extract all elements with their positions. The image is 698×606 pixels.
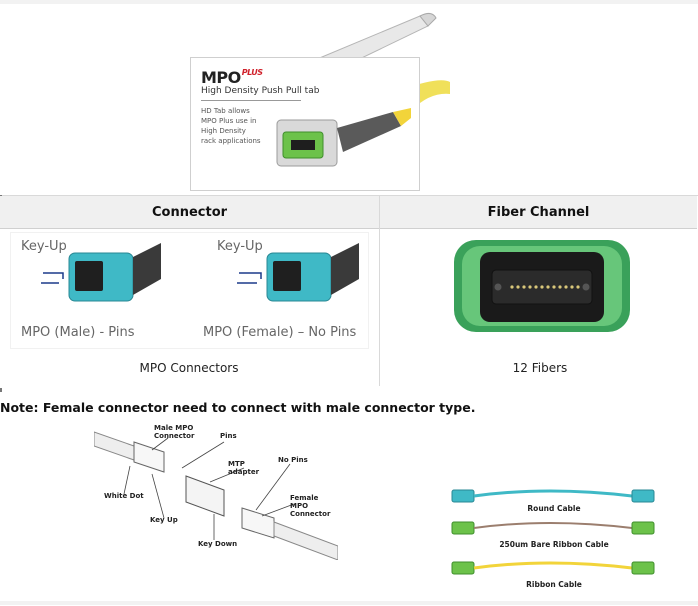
female-connector-illustration: [237, 243, 359, 302]
label-white-dot: White Dot: [104, 492, 144, 500]
caption-12-fibers: 12 Fibers: [512, 361, 568, 375]
label-no-pins: No Pins: [278, 456, 308, 464]
label-round-cable: Round Cable: [527, 504, 581, 513]
label-key-up: Key Up: [150, 516, 178, 524]
label-male-mpo-connector: Male MPO Connector: [154, 424, 195, 440]
label-bare-ribbon-cable: 250um Bare Ribbon Cable: [499, 540, 609, 549]
header-fiber-channel: Fiber Channel: [380, 196, 697, 229]
label-ribbon-cable: Ribbon Cable: [526, 580, 582, 589]
card-description: HD Tab allows MPO Plus use in High Densi…: [201, 107, 261, 145]
key-up-label-right: Key-Up: [217, 239, 263, 254]
label-female-mpo-connector: Female MPO Connector: [290, 494, 331, 518]
label-mtp-adapter: MTP adapter: [228, 460, 260, 476]
table-marker: [0, 388, 2, 392]
connection-diagram: Male MPO Connector Pins MTP adapter No P…: [94, 424, 338, 560]
male-pins-label: MPO (Male) - Pins: [21, 325, 135, 340]
bottom-divider: [0, 601, 698, 605]
card-subtitle: High Density Push Pull tab: [201, 86, 320, 96]
mpo-plus-card: MPOPLUS High Density Push Pull tab HD Ta…: [190, 57, 420, 191]
round-cable-illustration: [451, 489, 655, 503]
top-divider: [0, 0, 698, 4]
label-pins: Pins: [220, 432, 237, 440]
cable-types-image: Round Cable 250um Bare Ribbon Cable Ribb…: [448, 482, 660, 594]
card-rule: [201, 100, 301, 101]
fiber-channel-image: [454, 240, 630, 332]
caption-mpo-connectors: MPO Connectors: [139, 361, 239, 375]
male-connector-illustration: [41, 243, 161, 302]
table-top-border: [0, 195, 698, 196]
brand-logo: MPOPLUS: [201, 68, 263, 87]
note-text: Note: Female connector need to connect w…: [0, 400, 476, 415]
label-key-down: Key Down: [198, 540, 238, 548]
mpo-connectors-image: Key-Up Key-Up MPO (Male) - Pins MPO (Fem…: [10, 232, 369, 349]
ribbon-cable-illustration: [451, 561, 655, 575]
header-connector: Connector: [0, 196, 380, 229]
column-divider: [379, 196, 380, 386]
connector-head-illustration: [276, 108, 411, 167]
key-up-label-left: Key-Up: [21, 239, 67, 254]
bare-ribbon-cable-illustration: [451, 521, 655, 535]
female-no-pins-label: MPO (Female) – No Pins: [203, 325, 357, 340]
